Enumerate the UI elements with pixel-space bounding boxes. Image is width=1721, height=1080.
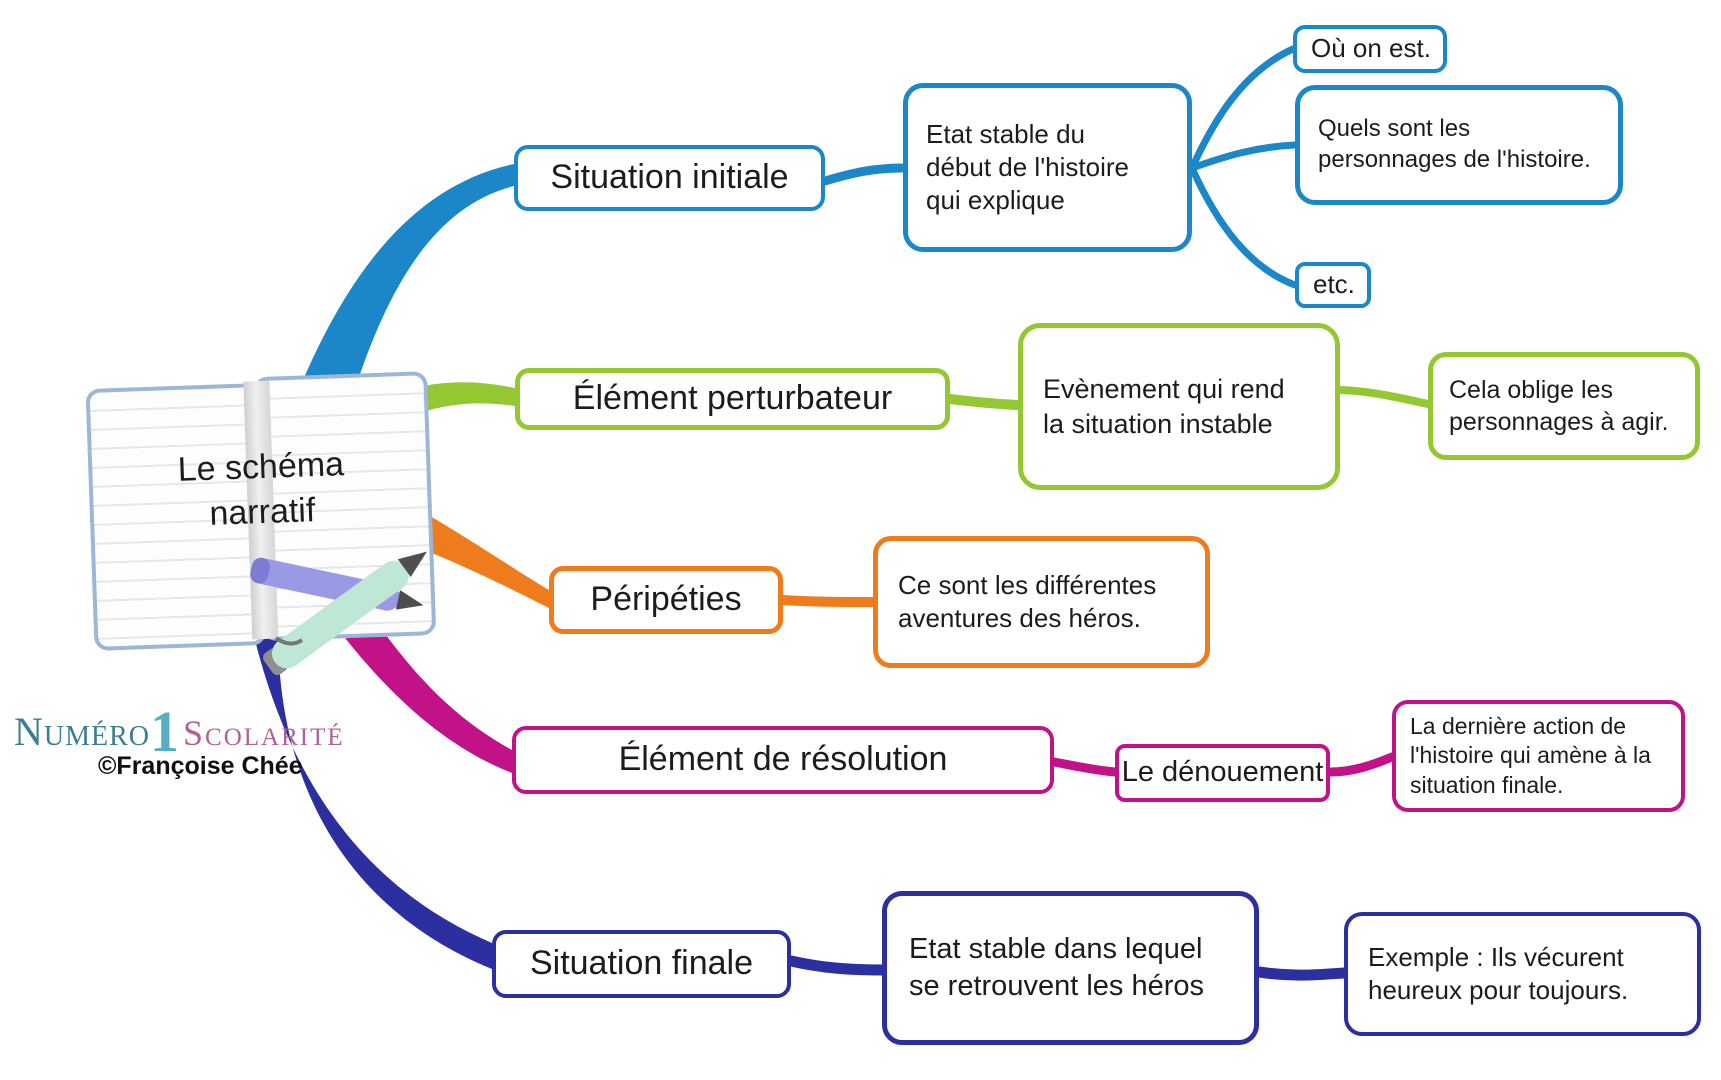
node-ou-on-est: Où on est. (1293, 25, 1447, 73)
link-detail-exemple (1253, 966, 1350, 981)
node-element-de-resolution: Élément de résolution (512, 726, 1054, 794)
brand-one-text: 1 (150, 699, 180, 764)
node-situation-initiale: Situation initiale (514, 145, 825, 211)
link-denouement-derniere-action (1325, 752, 1397, 777)
link-finale-detail (785, 955, 888, 976)
link-detail-cela-oblige (1336, 386, 1432, 408)
node-element-perturbateur-detail: Evènement qui rend la situation instable (1018, 323, 1340, 490)
node-peripeties-detail: Ce sont les différentes aventures des hé… (873, 536, 1210, 668)
node-situation-finale-detail: Etat stable dans lequel se retrouvent le… (882, 891, 1259, 1045)
link-situation-initiale-detail (820, 163, 908, 186)
node-element-perturbateur: Élément perturbateur (515, 368, 950, 430)
copyright-credit: ©Françoise Chée (98, 752, 303, 780)
link-detail-etc (1188, 164, 1299, 289)
link-peripeties-detail (778, 595, 878, 607)
node-etc: etc. (1295, 262, 1371, 308)
brand-numero-text: Numéro (14, 709, 151, 754)
node-situation-initiale-detail: Etat stable du début de l'histoire qui e… (903, 83, 1192, 252)
link-perturbateur-detail (945, 394, 1023, 410)
brand-scolarite-text: Scolarité (183, 713, 345, 753)
branch-trunk-peripeties (394, 503, 549, 608)
node-peripeties: Péripéties (549, 566, 783, 634)
node-exemple: Exemple : Ils vécurent heureux pour touj… (1344, 912, 1701, 1036)
link-detail-quels-sont (1188, 141, 1299, 172)
node-quels-sont-les-personnages: Quels sont les personnages de l'histoire… (1295, 85, 1623, 205)
link-resolution-denouement (1049, 757, 1120, 777)
node-derniere-action: La dernière action de l'histoire qui amè… (1392, 700, 1685, 812)
node-le-denouement: Le dénouement (1115, 744, 1330, 802)
pens-illustration (250, 551, 427, 675)
pen-clip-detail (274, 636, 304, 646)
node-cela-oblige: Cela oblige les personnages à agir. (1428, 352, 1700, 460)
link-detail-ou-on-est (1188, 45, 1297, 172)
branch-trunk-situation-initiale (298, 164, 514, 392)
node-situation-finale: Situation finale (492, 930, 791, 998)
branch-trunk-element-perturbateur (400, 382, 515, 419)
mint-pen-icon (263, 551, 427, 675)
